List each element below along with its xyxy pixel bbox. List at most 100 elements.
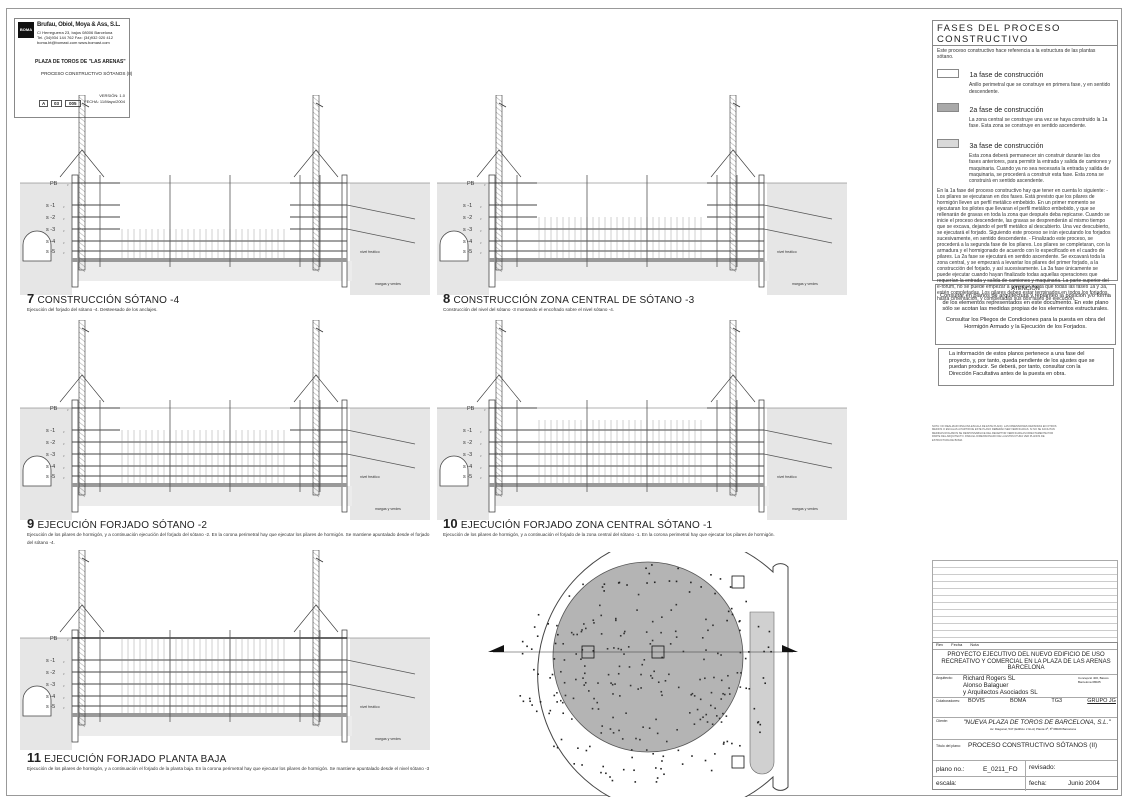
client-name: "NUEVA PLAZA DE TOROS DE BARCELONA, S.L.… [963,719,1111,726]
crane-lattice [312,701,320,708]
column-mark [661,616,663,618]
crane-lattice [78,181,86,188]
crane-lattice [729,436,737,443]
ground-anchor [763,228,833,244]
crane-lattice [78,176,86,183]
column-mark [706,721,709,723]
crane-lattice [78,586,86,593]
crane-lattice [312,231,320,238]
phase-2-label: 2a fase de construcción [969,106,1044,114]
crane-lattice [729,446,737,453]
level-label: PB [50,406,58,412]
crane-lattice [78,371,86,378]
level-marker: ▿ [480,442,482,446]
crane-lattice [78,326,86,333]
attention-title: ATENCIÓN [1011,286,1040,292]
collaborator: BOVIS [968,698,985,704]
level-label: s -5 [46,249,55,255]
column-mark [557,633,559,636]
panel-title-text: CONSTRUCCIÓN SÓTANO -4 [37,295,180,306]
column-mark [572,633,575,636]
company-email: boma.bt@bomast.com www.bomast.com [37,40,110,45]
column-mark [582,677,584,679]
crane-lattice [78,406,86,413]
crane-lattice [729,326,737,333]
crane-lattice [312,181,320,188]
crane-lattice [78,711,86,718]
crane-lattice [78,616,86,623]
crane-lattice [312,471,320,478]
level-marker: ▿ [480,241,482,245]
crane-lattice [312,336,320,343]
column-mark [681,763,684,765]
column-mark [617,582,620,584]
column-mark [722,692,724,695]
phases-legend-box: FASES DEL PROCESO CONSTRUCTIVO Este proc… [932,20,1118,302]
crane-lattice [312,201,320,208]
crane-lattice [312,111,320,118]
project-name: PLAZA DE TOROS DE "LAS ARENAS" [35,59,126,65]
column-mark [722,712,724,715]
crane-lattice [495,321,503,328]
crane-lattice [495,436,503,443]
column-mark [709,704,712,707]
crane-lattice [729,361,737,368]
column-mark [592,650,595,652]
column-mark [619,634,622,637]
crane-mast [312,550,320,726]
column-mark [739,620,741,622]
foundation-slab [72,258,347,262]
column-mark [584,665,586,667]
column-mark [705,649,707,651]
retaining-wall-left [488,174,496,288]
level-marker: ▿ [484,408,486,412]
crane-lattice [312,256,320,263]
crane-lattice [495,231,503,238]
crane-lattice [78,256,86,263]
crane-lattice [729,406,737,413]
column-mark [677,567,679,570]
column-mark [764,682,766,685]
crane-lattice [495,371,503,378]
section-drawing-10: PB▿s -1▿s -2▿s -3▿s -4▿s -5▿nivel freáti… [437,320,847,520]
column-mark [739,686,742,688]
plan-title-label: Título del plano: [936,744,961,748]
crane-lattice [78,571,86,578]
column-mark [600,732,603,734]
column-mark [712,624,714,627]
crane-lattice [495,326,503,333]
crane-lattice [729,476,737,483]
crane-brace [293,604,339,633]
crane-lattice [729,456,737,463]
crane-lattice [78,681,86,688]
crane-lattice [729,461,737,468]
crane-lattice [495,491,503,498]
crane-lattice [729,261,737,268]
column-mark [690,581,692,584]
crane-lattice [78,481,86,488]
section-drawing-8: PB▿s -1▿s -2▿s -3▿s -4▿s -5▿nivel freáti… [437,95,847,295]
column-mark [728,687,730,689]
crane-lattice [729,181,737,188]
crane-lattice [312,576,320,583]
level-label: s -1 [463,203,472,209]
crane-mast [312,320,320,496]
crane-lattice [729,221,737,228]
crane-lattice [495,191,503,198]
crane-jib [315,102,324,108]
crane-lattice [312,161,320,168]
crane-lattice [729,396,737,403]
column-mark [603,590,605,592]
crane-lattice [312,661,320,668]
column-mark [696,708,699,711]
fecha-header: Fecha [951,642,963,647]
column-mark [670,609,673,611]
phases-intro: Este proceso constructivo hace referenci… [937,48,1096,61]
column-mark [596,701,599,704]
column-mark [536,635,539,638]
column-mark [629,684,632,687]
column-mark [739,651,742,654]
column-mark [641,663,644,666]
crane-lattice [729,131,737,138]
column-mark [521,640,524,643]
